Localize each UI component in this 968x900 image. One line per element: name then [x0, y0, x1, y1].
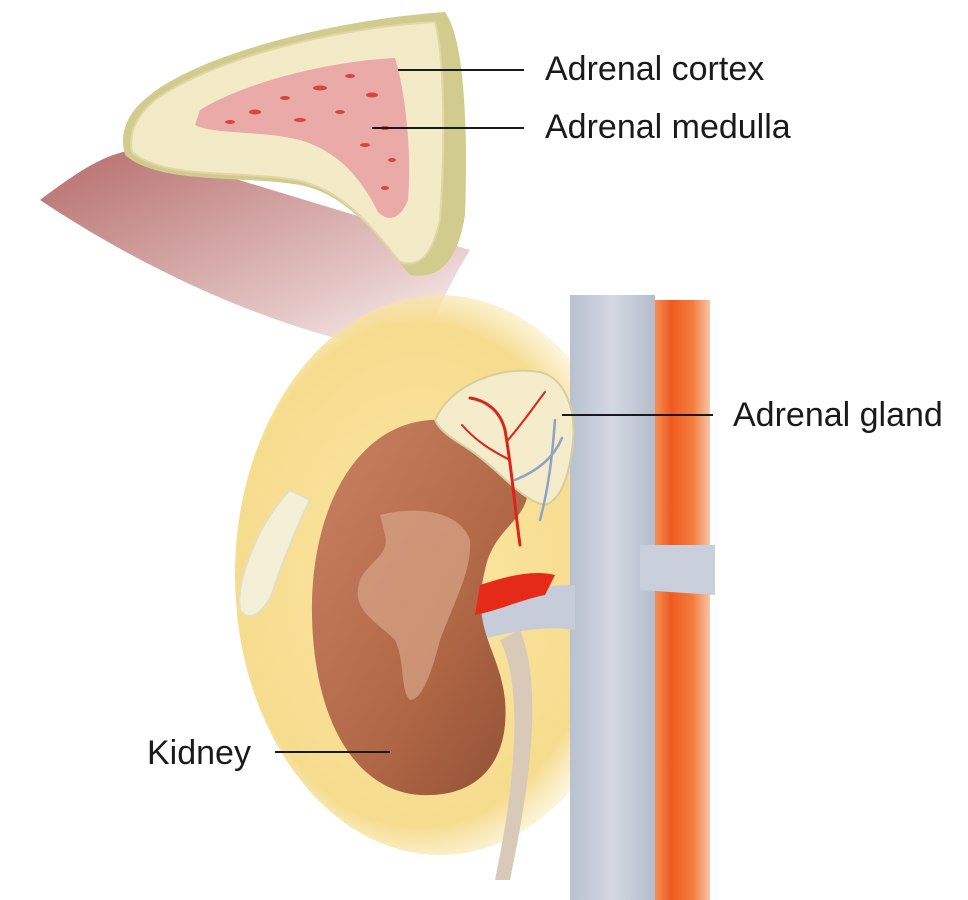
- aorta: [650, 300, 710, 900]
- renal-vein-right: [640, 545, 715, 595]
- renal-pelvis: [357, 510, 471, 700]
- adrenal-medulla-shape: [195, 58, 410, 218]
- label-text-adrenal-cortex: Adrenal cortex: [545, 50, 764, 88]
- ureter: [495, 630, 533, 880]
- label-text-adrenal-gland: Adrenal gland: [733, 396, 943, 434]
- label-text-kidney: Kidney: [147, 734, 251, 772]
- label-kidney: Kidney: [147, 734, 390, 772]
- vena-cava: [570, 295, 655, 900]
- label-adrenal-medulla: Adrenal medulla: [372, 108, 791, 146]
- label-adrenal-cortex: Adrenal cortex: [398, 50, 764, 88]
- label-text-adrenal-medulla: Adrenal medulla: [545, 108, 791, 146]
- renal-artery: [475, 573, 555, 615]
- adrenal-gland-shape: [433, 369, 575, 507]
- adrenal-stalk: [40, 150, 470, 355]
- label-adrenal-gland: Adrenal gland: [562, 396, 943, 434]
- adrenal-section-illustration: [40, 12, 470, 355]
- fascia-flap: [238, 488, 312, 617]
- adrenal-blood-vessels: [461, 391, 564, 547]
- kidney-illustration: [235, 295, 715, 900]
